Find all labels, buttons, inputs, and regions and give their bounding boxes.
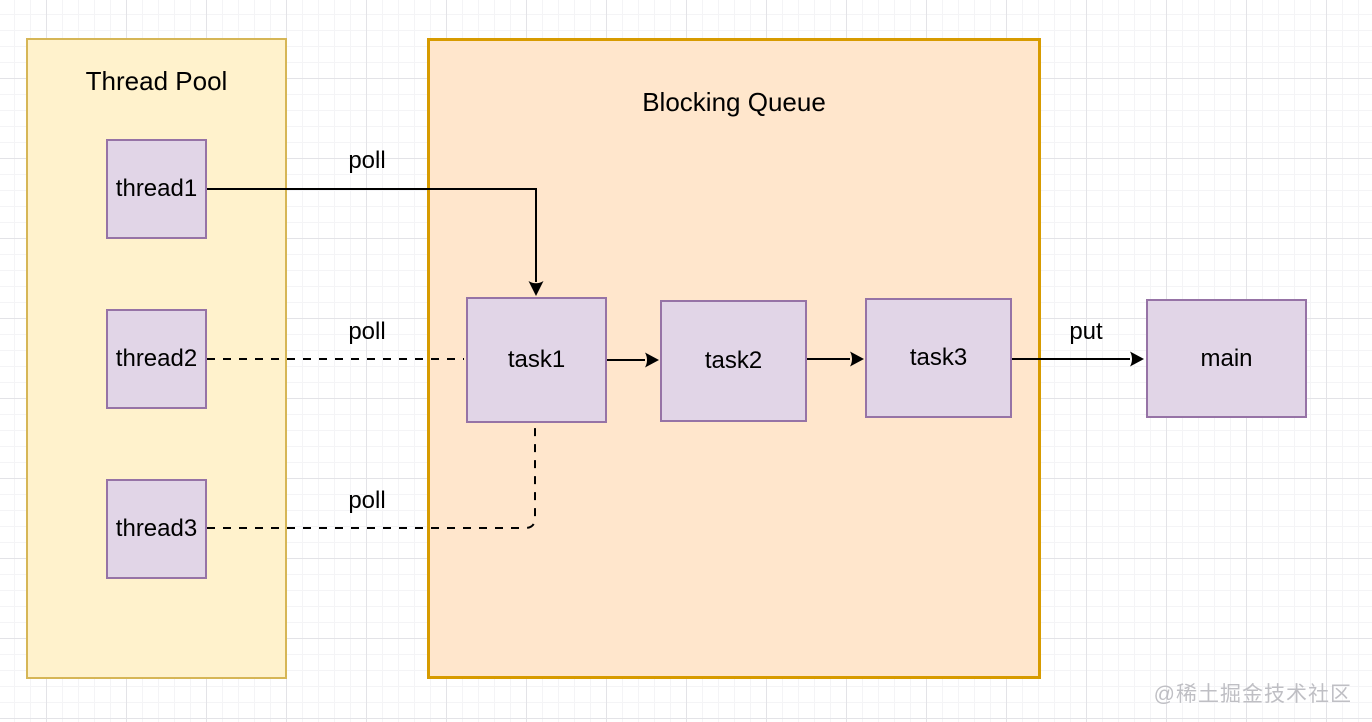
node-thread2: thread2: [106, 309, 207, 409]
node-thread2-label: thread2: [115, 345, 198, 372]
node-main-label: main: [1200, 344, 1253, 372]
node-thread1-label: thread1: [115, 175, 198, 202]
edge-label-poll-2: poll: [348, 318, 386, 345]
thread-pool-title: Thread Pool: [85, 66, 228, 96]
node-task3: task3: [865, 298, 1012, 418]
node-task1: task1: [466, 297, 607, 423]
node-task1-label: task1: [507, 346, 566, 373]
arrowhead-task3-main: [1130, 351, 1144, 367]
watermark: @稀土掘金技术社区: [1153, 683, 1352, 706]
node-task2-label: task2: [704, 347, 763, 374]
node-thread3: thread3: [106, 479, 207, 579]
edge-label-put: put: [1069, 318, 1103, 345]
node-thread3-label: thread3: [115, 515, 198, 542]
node-task2: task2: [660, 300, 807, 422]
node-main: main: [1146, 299, 1307, 418]
node-task3-label: task3: [909, 344, 968, 371]
edge-label-poll-1: poll: [348, 147, 386, 174]
edge-label-poll-3: poll: [348, 487, 386, 514]
blocking-queue-title: Blocking Queue: [642, 87, 826, 117]
node-thread1: thread1: [106, 139, 207, 239]
